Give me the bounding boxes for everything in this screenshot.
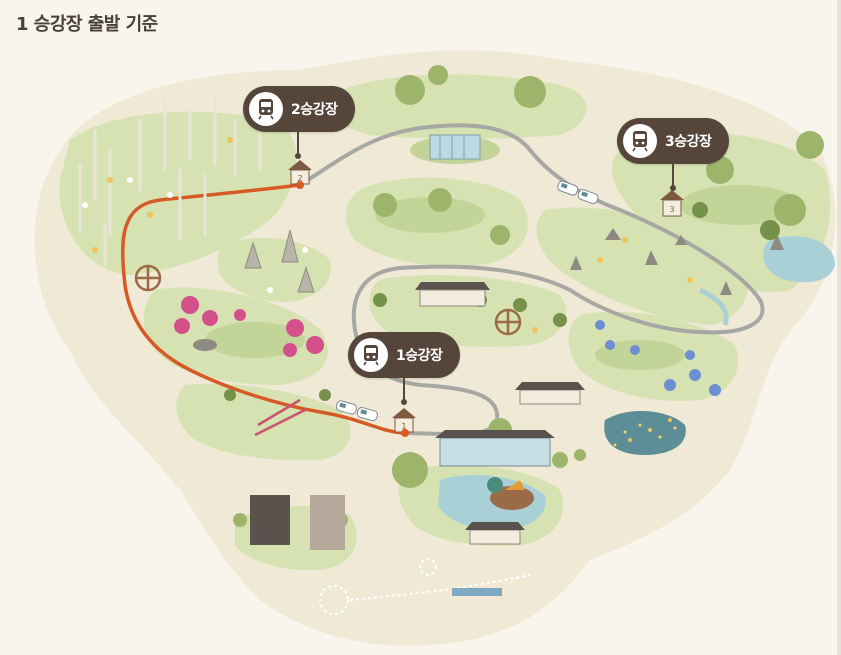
rocks (193, 228, 784, 351)
pin-stem (403, 378, 405, 400)
scroll-edge (837, 0, 841, 655)
station-hut-3: 3 (660, 190, 684, 217)
azalea-flowers (174, 296, 324, 357)
tram-icon (557, 180, 599, 205)
greenhouse (429, 134, 481, 160)
pin-stem (297, 132, 299, 154)
station-label: 2승강장 (291, 102, 338, 118)
birch-trees (78, 93, 262, 267)
pin-dot (295, 153, 301, 159)
stone-towers (244, 229, 315, 293)
pin-dot (670, 185, 676, 191)
station-pin-2[interactable]: 2승강장 (243, 86, 355, 132)
train-track (298, 123, 765, 436)
page-title: 1 승강장 출발 기준 (16, 14, 158, 35)
rest-pavilion (452, 588, 502, 596)
grass-north (330, 74, 587, 139)
hydrangea-flowers (595, 320, 721, 396)
train-icon (249, 92, 283, 126)
trees (224, 65, 824, 528)
station-hut-1: 1 (392, 408, 416, 433)
grass-rockgarden (536, 207, 749, 325)
station-hut-sign: 3 (669, 205, 674, 214)
train-icon (623, 124, 657, 158)
station-pin-3[interactable]: 3승강장 (617, 118, 729, 164)
station-label: 1승강장 (396, 348, 443, 364)
grass-birch-forest (59, 111, 297, 275)
station-pin-1[interactable]: 1승강장 (348, 332, 460, 378)
station-hut-sign: 1 (401, 422, 406, 431)
pin-stem (672, 164, 674, 186)
route-end-dot (401, 429, 409, 437)
water-wheels (134, 264, 522, 336)
stream (698, 287, 729, 326)
south-paths (319, 558, 531, 615)
hanok-building (415, 282, 490, 307)
lower-buildings (250, 382, 585, 550)
light-garden (613, 423, 677, 447)
flower-dots (92, 137, 693, 442)
pin-dot (401, 399, 407, 405)
route-start-dot (296, 181, 304, 189)
tram-route (120, 183, 407, 435)
train-icon (354, 338, 388, 372)
tram-vehicles (335, 180, 599, 422)
bridge (254, 398, 306, 437)
station-label: 3승강장 (665, 134, 712, 150)
mandarin-duck (487, 477, 534, 510)
light-pond (604, 410, 686, 455)
station-hut-sign: 2 (297, 174, 302, 183)
tram-icon (335, 400, 378, 422)
